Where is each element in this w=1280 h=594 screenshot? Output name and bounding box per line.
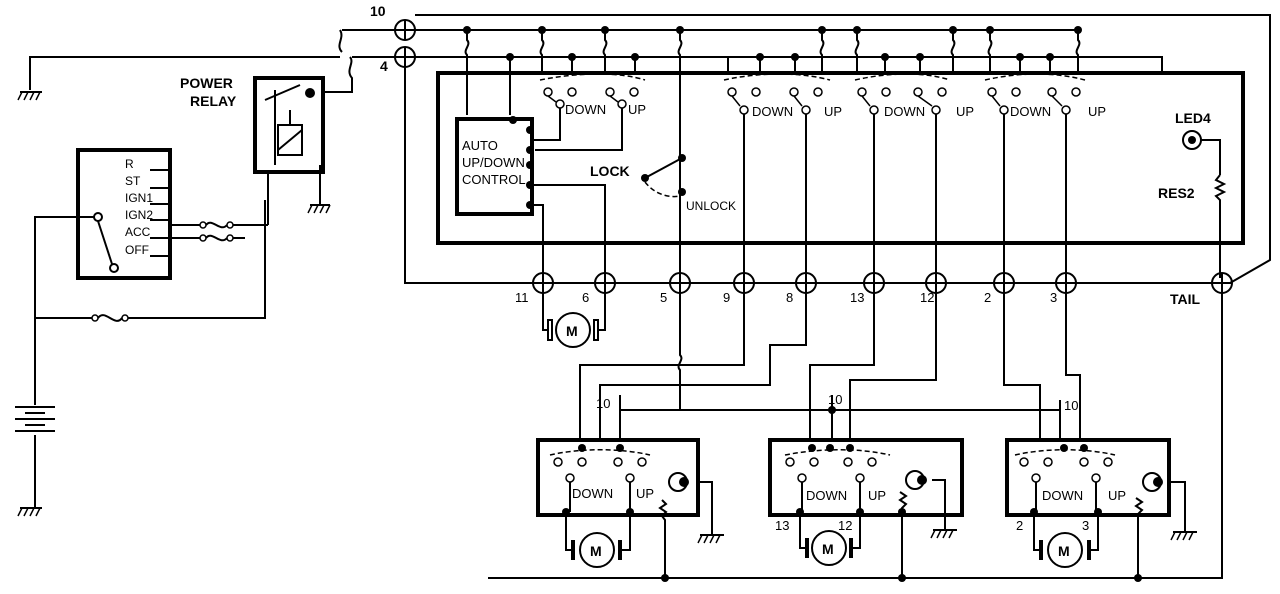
bus-drops (464, 30, 1081, 278)
connector-10-label: 10 (370, 3, 386, 19)
sub-switch-3 (1005, 438, 1186, 582)
motor-icon: M (565, 512, 631, 568)
up-label: UP (956, 104, 974, 119)
sub3-up: UP (1108, 488, 1126, 503)
tail-label: TAIL (1170, 291, 1201, 307)
motor-icon: M (799, 512, 861, 566)
svg-text:M: M (1058, 543, 1070, 559)
sub1-pin: 10 (596, 396, 610, 411)
master-switch-box (436, 71, 1245, 245)
ign-pos-ign1: IGN1 (125, 191, 153, 205)
ign-pos-r: R (125, 157, 134, 171)
sub2-pin: 10 (828, 392, 842, 407)
led-label: LED4 (1175, 110, 1211, 126)
ground-icon (930, 529, 957, 539)
fuse-icon (199, 221, 268, 242)
pin-2: 2 (984, 290, 991, 305)
unlock-label: UNLOCK (686, 199, 736, 213)
lock-switch (641, 154, 686, 198)
led-icon (1182, 130, 1221, 175)
res-label: RES2 (1158, 185, 1195, 201)
ign-pos-acc: ACC (125, 225, 151, 239)
sub-switch-2 (768, 438, 964, 582)
sub3-pin: 10 (1064, 398, 1078, 413)
switch-group-4 (984, 73, 1086, 278)
sub2-right-pin: 12 (838, 518, 852, 533)
sub1-down: DOWN (572, 486, 613, 501)
switch-group-1 (530, 73, 646, 151)
up-label: UP (824, 104, 842, 119)
power-relay-label-1: POWER (180, 75, 233, 91)
ignition-switch (34, 148, 200, 400)
down-label: DOWN (884, 104, 925, 119)
routing-wires (488, 293, 1223, 579)
sub2-up: UP (868, 488, 886, 503)
up-label: UP (628, 102, 646, 117)
ground-icon (1170, 531, 1197, 541)
pin-9: 9 (723, 290, 730, 305)
up-label: UP (1088, 104, 1106, 119)
connector-4-label: 4 (380, 58, 388, 74)
pin-13: 13 (850, 290, 864, 305)
down-label: DOWN (1010, 104, 1051, 119)
power-relay-label-2: RELAY (190, 93, 237, 109)
switch-group-3 (854, 73, 951, 278)
battery-icon (15, 400, 55, 508)
sub3-left-pin: 2 (1016, 518, 1023, 533)
pin-8: 8 (786, 290, 793, 305)
sub1-up: UP (636, 486, 654, 501)
auto-control-box (455, 116, 606, 278)
ground-icon (307, 204, 331, 214)
sub2-down: DOWN (806, 488, 847, 503)
ground-icon (17, 91, 42, 101)
switch-group-2 (723, 73, 831, 278)
auto-label-3: CONTROL (462, 172, 526, 187)
auto-label-1: AUTO (462, 138, 498, 153)
sub-switch-1 (536, 438, 713, 582)
svg-text:M: M (822, 541, 834, 557)
ign-pos-off: OFF (125, 243, 149, 257)
ground-icon (697, 534, 724, 544)
sub3-right-pin: 3 (1082, 518, 1089, 533)
down-label: DOWN (565, 102, 606, 117)
pin-6: 6 (582, 290, 589, 305)
resistor-icon (1213, 174, 1227, 278)
sub3-down: DOWN (1042, 488, 1083, 503)
motor-icon: M (1033, 512, 1099, 568)
motor-icon: M (542, 293, 606, 348)
pin-5: 5 (660, 290, 667, 305)
svg-text:M: M (566, 323, 578, 339)
auto-label-2: UP/DOWN (462, 155, 525, 170)
lock-label: LOCK (590, 163, 630, 179)
svg-text:M: M (590, 543, 602, 559)
sub2-left-pin: 13 (775, 518, 789, 533)
fuse-icon (35, 200, 266, 322)
power-relay (253, 76, 325, 225)
ign-pos-ign2: IGN2 (125, 208, 153, 222)
pin-11: 11 (515, 290, 529, 305)
pin-3: 3 (1050, 290, 1057, 305)
pin-12: 12 (920, 290, 934, 305)
down-label: DOWN (752, 104, 793, 119)
bottom-connectors (532, 272, 1233, 294)
ground-icon (17, 507, 42, 517)
ign-pos-st: ST (125, 174, 141, 188)
